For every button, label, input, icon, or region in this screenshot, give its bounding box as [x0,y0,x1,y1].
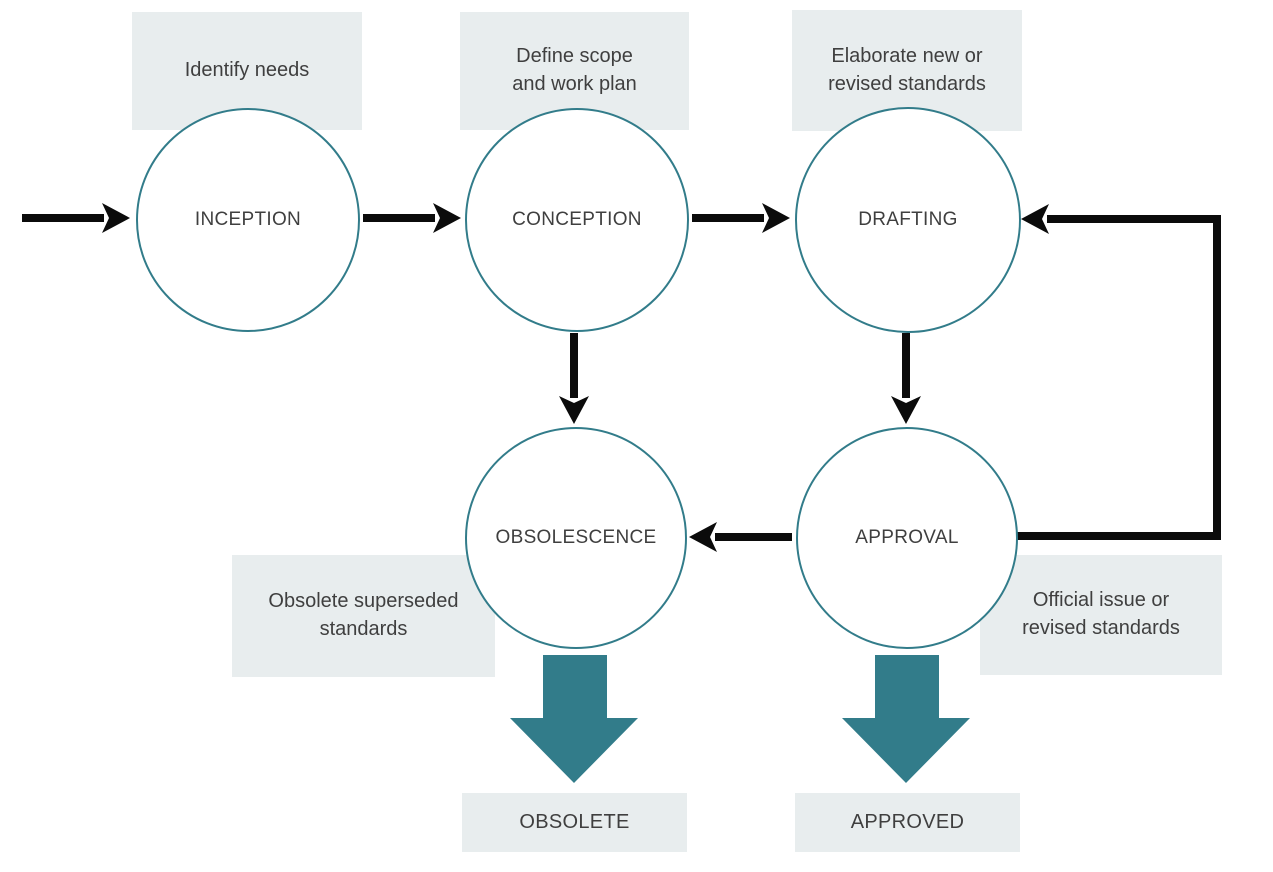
stage-obsolescence: OBSOLESCENCE [465,427,687,649]
note-elaborate-standards-text: Elaborate new or revised standards [828,44,986,95]
stage-drafting: DRAFTING [795,107,1021,333]
stage-inception: INCEPTION [136,108,360,332]
note-obsolete-superseded-text: Obsolete superseded standards [268,590,459,640]
stage-obsolescence-label: OBSOLESCENCE [495,527,657,548]
arrow-drafting-to-approval [891,333,921,424]
stage-conception: CONCEPTION [465,108,689,332]
stage-conception-label: CONCEPTION [512,209,642,230]
block-arrow-obsolescence-to-obsolete [510,655,638,783]
block-arrow-approval-to-approved [842,655,970,783]
note-define-scope: Define scope and work plan [460,12,689,130]
stage-approval: APPROVAL [796,427,1018,649]
terminal-approved-label: APPROVED [850,811,965,833]
arrow-start-to-inception [22,203,130,233]
arrow-inception-to-conception [363,203,461,233]
note-define-scope-text: Define scope and work plan [512,45,637,95]
stage-drafting-label: DRAFTING [858,209,958,230]
arrow-conception-to-obsolescence [559,333,589,424]
arrow-approval-to-drafting-feedback [1014,204,1221,540]
note-obsolete-superseded: Obsolete superseded standards [232,555,495,677]
terminal-obsolete: OBSOLETE [462,793,687,852]
note-official-issue: Official issue or revised standards [980,555,1222,675]
arrow-approval-to-obsolescence [689,522,792,552]
stage-approval-label: APPROVAL [855,527,959,548]
note-official-issue-text: Official issue or revised standards [1022,589,1180,639]
note-identify-needs-text: Identify needs [184,59,310,82]
terminal-approved: APPROVED [795,793,1020,852]
arrow-conception-to-drafting [692,203,790,233]
terminal-obsolete-label: OBSOLETE [519,811,630,833]
stage-inception-label: INCEPTION [194,209,302,230]
